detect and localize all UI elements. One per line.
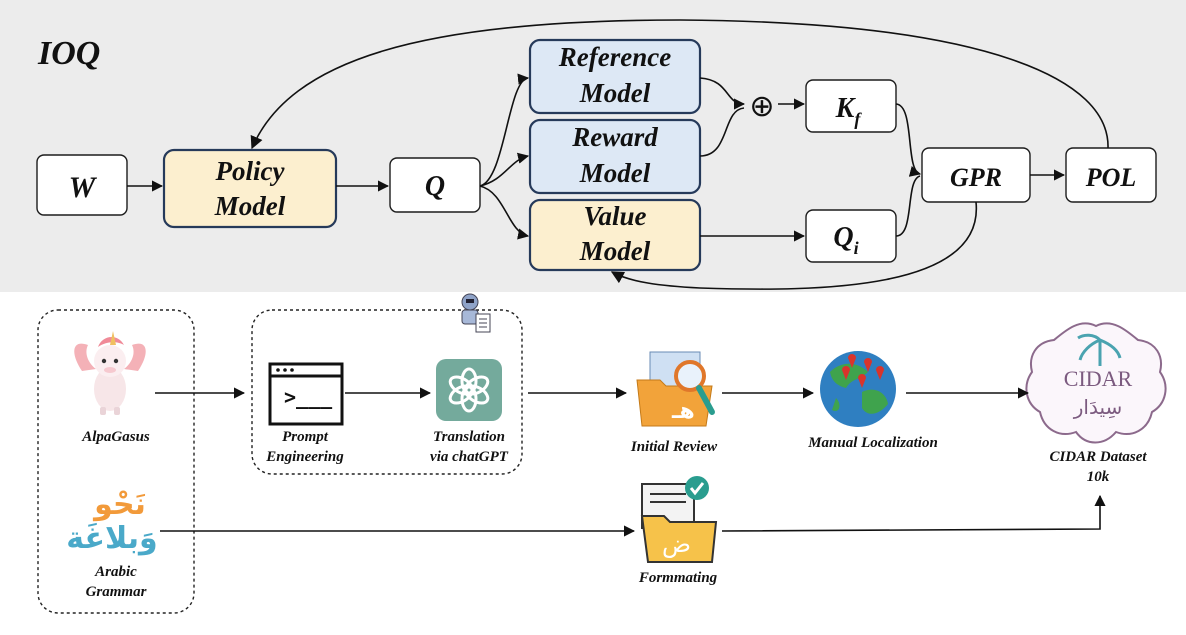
unicorn-icon (74, 331, 146, 415)
ioq-title: IOQ (37, 35, 100, 72)
initial-review-label: Initial Review (630, 439, 718, 455)
w-label: W (69, 171, 98, 204)
manual-localization-label: Manual Localization (807, 435, 938, 451)
globe-icon (820, 351, 896, 427)
value-model-node (528, 198, 702, 272)
cidar-label-2: 10k (1087, 469, 1110, 485)
pol-label: POL (1085, 163, 1137, 192)
svg-text:سِيدَار: سِيدَار (1073, 395, 1123, 419)
openai-icon (436, 359, 502, 421)
svg-text:CIDAR: CIDAR (1064, 366, 1133, 391)
reward-label-1: Reward (571, 122, 658, 152)
cidar-logo: CIDAR سِيدَار (1025, 322, 1167, 444)
value-label-2: Model (579, 236, 651, 266)
svg-text:ض: ض (662, 530, 691, 558)
robot-icon (461, 293, 491, 333)
svg-text:وَبلاغَة: وَبلاغَة (66, 521, 157, 556)
cidar-label-1: CIDAR Dataset (1049, 449, 1147, 465)
q-node (389, 157, 481, 213)
formatting-label: Formmating (638, 570, 718, 586)
arabic-grammar-label-1: Arabic (94, 564, 137, 580)
svg-text:>___: >___ (284, 385, 333, 409)
translation-group (251, 309, 523, 475)
gpr-label: GPR (950, 163, 1002, 192)
value-label-1: Value (583, 201, 646, 231)
folder-search-icon: هـ (636, 351, 715, 427)
translation-label-1: Translation (433, 429, 505, 445)
pipeline-arrows (155, 387, 1106, 537)
q-label: Q (425, 171, 445, 202)
prompt-label-1: Prompt (282, 429, 329, 445)
sources-group (37, 309, 195, 614)
policy-label-1: Policy (215, 156, 286, 186)
document-folder-icon: ض (640, 483, 718, 563)
policy-label-2: Model (214, 191, 286, 221)
pol-node (1065, 147, 1157, 203)
svg-text:نَحْو: نَحْو (92, 487, 146, 522)
reference-label-2: Model (579, 78, 651, 108)
qi-label: Qi (833, 222, 858, 258)
w-node (36, 154, 128, 216)
reward-label-2: Model (579, 158, 651, 188)
arabic-grammar-label-2: Grammar (86, 584, 147, 600)
svg-text:هـ: هـ (671, 399, 695, 424)
kf-node (805, 79, 897, 133)
policy-model-node (162, 148, 338, 229)
check-icon (685, 476, 709, 500)
translation-label-2: via chatGPT (430, 449, 509, 465)
ioq-arrows (127, 19, 1109, 290)
alpagasus-label: AlpaGasus (81, 429, 150, 445)
kf-label: Kf (835, 93, 863, 129)
prompt-label-2: Engineering (265, 449, 344, 465)
reference-model-node (528, 38, 702, 115)
oplus-symbol: ⊕ (749, 90, 774, 123)
reference-label-1: Reference (558, 42, 671, 72)
nahw-logo: نَحْو وَبلاغَة (66, 487, 157, 556)
terminal-icon: >___ (268, 362, 344, 426)
